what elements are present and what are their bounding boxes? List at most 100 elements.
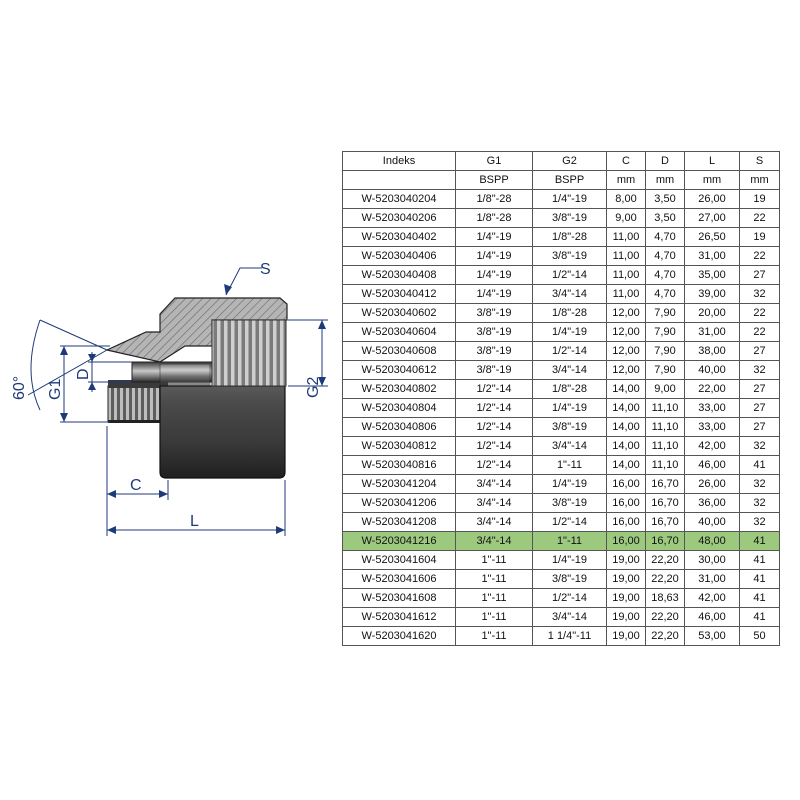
table-cell: 48,00	[684, 531, 740, 551]
table-cell: 32	[739, 436, 780, 456]
table-cell: 27,00	[684, 208, 740, 228]
table-cell: 26,00	[684, 474, 740, 494]
table-cell: Indeks	[342, 151, 456, 171]
table-cell: 16,70	[645, 474, 685, 494]
label-g2: G2	[305, 377, 322, 398]
table-cell: 22	[739, 208, 780, 228]
table-cell: 1/8"-28	[455, 189, 533, 209]
table-cell: 3/4"-14	[455, 512, 533, 532]
table-cell: 19,00	[606, 569, 646, 589]
table-cell: 1"-11	[455, 588, 533, 608]
table-cell: 1/2"-14	[532, 588, 607, 608]
table-cell: 27	[739, 417, 780, 437]
table-cell: 33,00	[684, 398, 740, 418]
table-cell: 4,70	[645, 246, 685, 266]
table-cell: 1 1/4"-11	[532, 626, 607, 646]
table-cell: 4,70	[645, 265, 685, 285]
table-cell: 35,00	[684, 265, 740, 285]
table-cell: W-5203040408	[342, 265, 456, 285]
table-cell: 16,70	[645, 531, 685, 551]
table-cell: 1/8"-28	[532, 303, 607, 323]
table-cell: 3/8"-19	[455, 322, 533, 342]
table-cell: 32	[739, 474, 780, 494]
table-cell: 3/4"-14	[532, 284, 607, 304]
table-cell: 9,00	[606, 208, 646, 228]
table-cell: 26,50	[684, 227, 740, 247]
table-cell: 40,00	[684, 512, 740, 532]
table-cell: 22,20	[645, 569, 685, 589]
table-cell: 12,00	[606, 322, 646, 342]
dimension-lines	[27, 267, 328, 536]
table-cell: 19,00	[606, 607, 646, 627]
table-cell: 41	[739, 455, 780, 475]
table-cell: 33,00	[684, 417, 740, 437]
table-cell: 27	[739, 398, 780, 418]
table-cell: 9,00	[645, 379, 685, 399]
table-cell: 41	[739, 531, 780, 551]
table-cell: 27	[739, 265, 780, 285]
table-cell: 4,70	[645, 284, 685, 304]
table-cell: 3/8"-19	[532, 569, 607, 589]
table-cell: 16,00	[606, 474, 646, 494]
table-cell: 31,00	[684, 322, 740, 342]
table-cell: 50	[739, 626, 780, 646]
table-cell: 16,70	[645, 493, 685, 513]
table-cell: W-5203041604	[342, 550, 456, 570]
table-cell: 7,90	[645, 303, 685, 323]
table-cell: W-5203040608	[342, 341, 456, 361]
table-cell: 1"-11	[455, 569, 533, 589]
table-cell: 14,00	[606, 455, 646, 475]
table-cell: W-5203041206	[342, 493, 456, 513]
table-cell: 1/4"-19	[532, 189, 607, 209]
table-cell: 20,00	[684, 303, 740, 323]
table-cell: 1/4"-19	[532, 322, 607, 342]
table-cell: 1"-11	[455, 550, 533, 570]
table-cell: W-5203041606	[342, 569, 456, 589]
table-cell: 19	[739, 227, 780, 247]
table-cell: 22	[739, 322, 780, 342]
table-cell: 22,20	[645, 626, 685, 646]
table-cell: 3/8"-19	[532, 246, 607, 266]
section-cut	[105, 297, 288, 363]
table-cell: mm	[739, 170, 780, 190]
table-cell: W-5203040806	[342, 417, 456, 437]
table-cell: 3/4"-14	[455, 531, 533, 551]
table-cell: 36,00	[684, 493, 740, 513]
internal-thread	[211, 319, 287, 387]
table-cell: 22,20	[645, 607, 685, 627]
table-cell: mm	[645, 170, 685, 190]
table-cell: mm	[606, 170, 646, 190]
table-cell: W-5203040206	[342, 208, 456, 228]
table-cell: W-5203040812	[342, 436, 456, 456]
table-cell: 19,00	[606, 626, 646, 646]
table-cell: 1/4"-19	[455, 227, 533, 247]
table-cell: 16,70	[645, 512, 685, 532]
table-cell: 3,50	[645, 189, 685, 209]
table-cell: 1"-11	[532, 531, 607, 551]
table-cell: 46,00	[684, 455, 740, 475]
table-cell: 42,00	[684, 588, 740, 608]
table-cell: W-5203040406	[342, 246, 456, 266]
table-cell: 19,00	[606, 550, 646, 570]
table-cell: W-5203040204	[342, 189, 456, 209]
table-cell: 1/2"-14	[532, 341, 607, 361]
table-cell: 3/4"-14	[532, 360, 607, 380]
table-cell: 16,00	[606, 493, 646, 513]
table-cell: 11,10	[645, 455, 685, 475]
table-cell: 19	[739, 189, 780, 209]
small-thread-end	[107, 380, 169, 423]
table-cell: G2	[532, 151, 607, 171]
dimension-arrows	[60, 284, 326, 534]
table-cell: 3/8"-19	[532, 208, 607, 228]
